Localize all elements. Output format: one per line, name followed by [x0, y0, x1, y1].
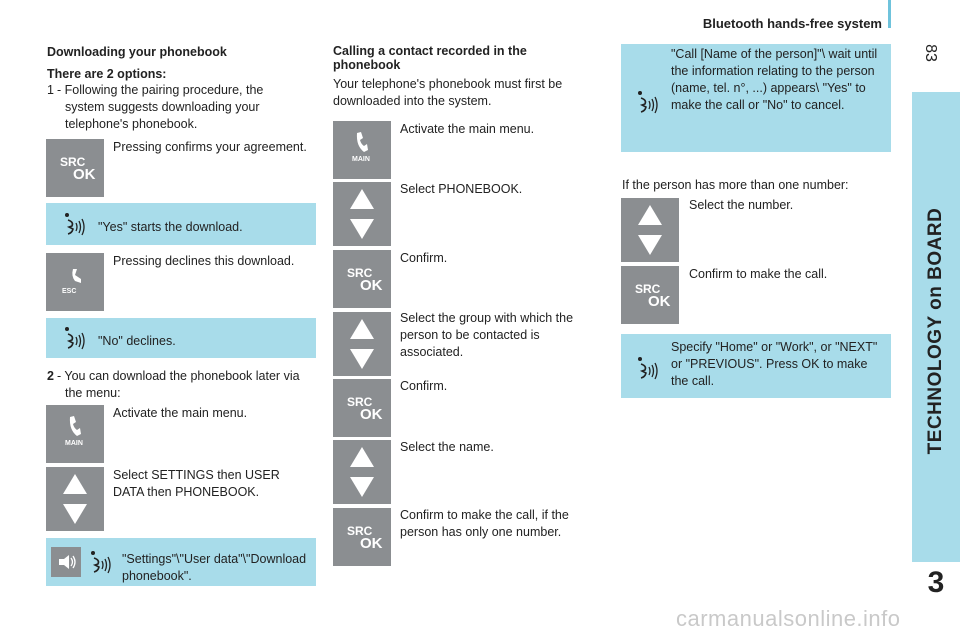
text-no-declines: "No" declines.: [98, 334, 176, 348]
src-label: SRC: [347, 395, 373, 409]
esc-label: ESC: [62, 288, 77, 295]
ok-label: OK: [360, 406, 383, 423]
main-label: MAIN: [352, 156, 370, 163]
main-button-icon: MAIN: [333, 121, 391, 179]
src-label: SRC: [635, 282, 661, 296]
text-step-select-name: Select the name.: [400, 440, 494, 454]
voice-box-specify: Specify "Home" or "Work", or "NEXT" or "…: [621, 334, 891, 398]
up-down-button-icon: [333, 182, 391, 246]
phone-handset-icon: [69, 416, 81, 436]
watermark: carmanualsonline.info: [676, 606, 901, 631]
page-number: 83: [922, 44, 939, 62]
main-label: MAIN: [65, 440, 83, 447]
text-voice-settings: "Settings"\"User data"\"Download phonebo…: [122, 552, 307, 583]
phone-handset-icon: [356, 132, 368, 152]
section-side-tab: TECHNOLOGY on BOARD: [912, 92, 960, 562]
ok-label: OK: [360, 277, 383, 294]
text-voice-specify: Specify "Home" or "Work", or "NEXT" or "…: [671, 340, 878, 388]
voice-command-icon: [64, 212, 86, 238]
text-yes-starts: "Yes" starts the download.: [98, 220, 243, 234]
src-label: SRC: [347, 266, 373, 280]
ok-label: OK: [360, 535, 383, 552]
voice-command-icon: [637, 356, 659, 382]
arrow-up-down-icon: [333, 440, 391, 504]
text-phonebook-intro: Your telephone's phonebook must first be…: [333, 77, 563, 108]
steering-voice-button-icon: [51, 547, 81, 577]
text-confirm-make-call: Confirm to make the call.: [689, 267, 828, 281]
text-pressing-declines: Pressing declines this download.: [113, 254, 295, 268]
arrow-up-down-icon: [621, 198, 679, 262]
text-select-number: Select the number.: [689, 198, 794, 212]
option-1-text: - Following the pairing procedure, the s…: [57, 83, 264, 131]
text-pressing-confirms: Pressing confirms your agreement.: [113, 140, 307, 154]
text-step-select-group: Select the group with which the person t…: [400, 311, 574, 359]
text-select-settings: Select SETTINGS then USER DATA then PHON…: [113, 468, 280, 499]
up-down-button-icon: [621, 198, 679, 262]
ok-label: OK: [73, 166, 96, 183]
header-accent-bar: [888, 0, 891, 28]
phone-hangup-icon: [72, 269, 81, 283]
text-voice-call-name: "Call [Name of the person]"\ wait until …: [671, 47, 878, 112]
text-step-activate-main: Activate the main menu.: [400, 122, 535, 136]
text-more-than-one-number: If the person has more than one number:: [622, 178, 849, 192]
page-header-title: Bluetooth hands-free system: [702, 16, 882, 31]
voice-command-icon: [90, 550, 112, 576]
arrow-up-down-icon: [46, 467, 104, 531]
voice-box-no: "No" declines.: [46, 318, 316, 358]
options-title: There are 2 options:: [47, 67, 167, 81]
option-2-number: 2: [47, 369, 54, 383]
voice-command-icon: [637, 90, 659, 116]
voice-command-icon: [64, 326, 86, 352]
text-step-confirm: Confirm.: [400, 251, 448, 265]
voice-box-call-name: "Call [Name of the person]"\ wait until …: [621, 44, 891, 152]
arrow-up-down-icon: [333, 182, 391, 246]
up-down-button-icon: [333, 312, 391, 376]
voice-box-yes: "Yes" starts the download.: [46, 203, 316, 245]
text-activate-main-menu: Activate the main menu.: [113, 406, 248, 420]
src-label: SRC: [60, 155, 86, 169]
heading-calling-contact: Calling a contact recorded in the phoneb…: [333, 44, 527, 72]
voice-box-settings: "Settings"\"User data"\"Download phonebo…: [46, 538, 316, 586]
src-label: SRC: [347, 524, 373, 538]
option-2-text: - You can download the phonebook later v…: [57, 369, 300, 400]
section-title: TECHNOLOGY on BOARD: [925, 207, 946, 455]
text-step-confirm-group: Confirm.: [400, 379, 448, 393]
text-step-select-phonebook: Select PHONEBOOK.: [400, 182, 523, 196]
heading-downloading-phonebook: Downloading your phonebook: [47, 45, 227, 59]
esc-button-icon: ESC: [46, 253, 104, 311]
up-down-button-icon: [333, 440, 391, 504]
arrow-up-down-icon: [333, 312, 391, 376]
ok-label: OK: [648, 293, 671, 310]
main-button-icon: MAIN: [46, 405, 104, 463]
option-1-number: 1: [47, 83, 54, 97]
up-down-button-icon: [46, 467, 104, 531]
chapter-number: 3: [927, 566, 945, 599]
text-step-confirm-call: Confirm to make the call, if the person …: [400, 508, 569, 539]
